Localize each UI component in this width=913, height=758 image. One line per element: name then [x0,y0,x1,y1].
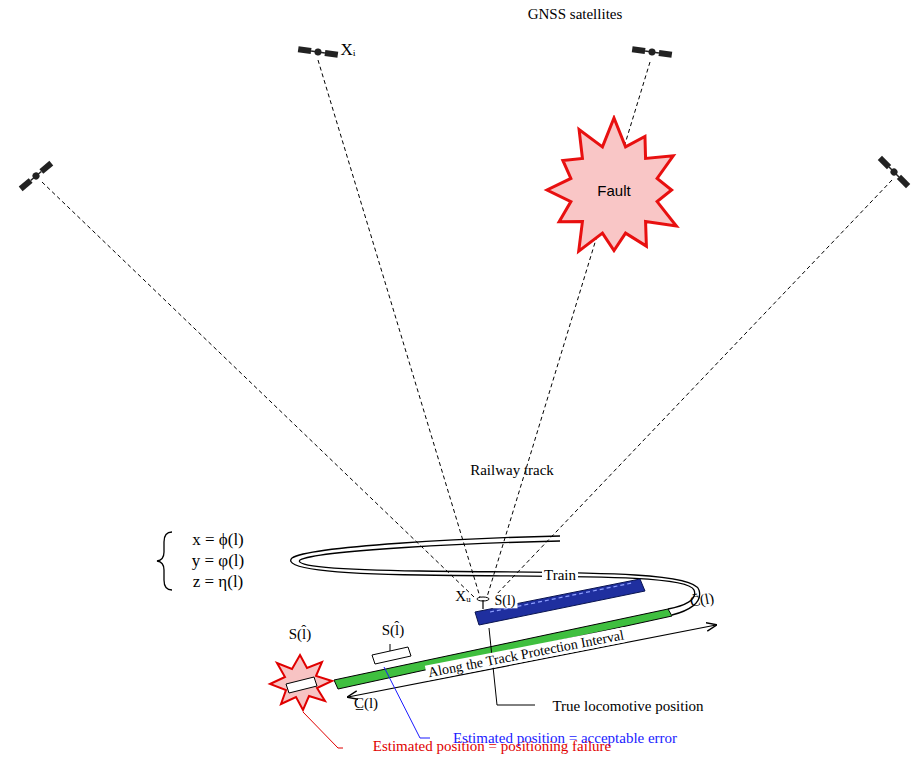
annotation-label: S(l̂) [380,622,407,639]
railway-track [291,536,700,615]
starburst-shape [547,118,676,251]
satellite-icon [877,155,910,188]
estimated-train-icon [372,644,411,664]
annotation-label: True locomotive position [550,698,705,715]
satellite-icon [298,46,339,58]
annotation-label: Estimated position = positioning failure [371,738,613,755]
annotation-label: Xᵢ [338,41,357,60]
node-text: Fault [597,182,630,199]
annotation-label: S(l) [493,593,518,608]
annotation-label: y = φ(l) [190,552,246,571]
annotation-label: Xᵤ [453,588,473,605]
fault-starburst: Fault [539,115,689,265]
annotation-label: Railway track [468,462,556,479]
signal-lines [42,60,892,597]
annotation-label: C̄(l) [687,589,718,610]
annotation-label: x = ϕ(l) [190,531,246,550]
annotation-label: S(l̂) [287,626,314,643]
equation-brace [157,532,172,590]
satellite-icon [18,160,53,191]
train-illustration [475,579,645,625]
failure-train-icon [270,655,332,710]
satellite-icon [632,46,673,58]
track-protection-segment [334,609,672,689]
annotation-label: z = η(l) [191,573,246,592]
annotation-label: Train [542,567,578,584]
diagram-title: GNSS satellites [526,6,625,23]
annotation-label: C̲(l) [352,695,380,712]
